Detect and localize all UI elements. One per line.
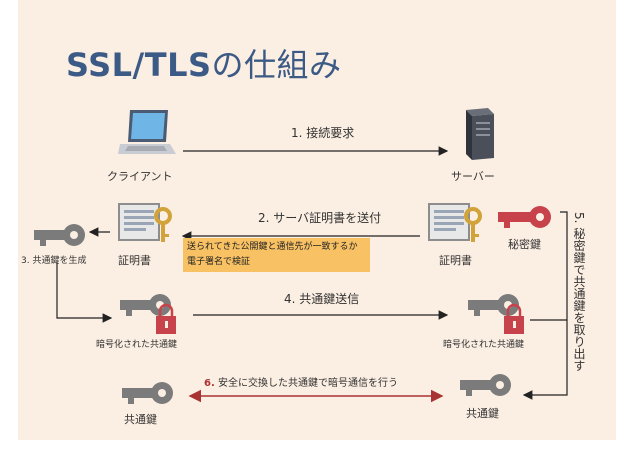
private-key-icon (498, 206, 551, 228)
step6-text: 安全に交換した共通鍵で暗号通信を行う (214, 378, 398, 389)
common-key-left-icon (122, 382, 173, 404)
certificate-left-icon (118, 203, 172, 242)
certificate-right-icon (428, 203, 482, 242)
common-key-right-icon (460, 374, 511, 396)
cert-left-label: 証明書 (118, 254, 151, 267)
step1-label: 1. 接続要求 (291, 126, 355, 140)
generate-key-label: 3. 共通鍵を生成 (21, 256, 87, 266)
step6-label: 6. 安全に交換した共通鍵で暗号通信を行う (204, 374, 398, 389)
server-icon (466, 108, 494, 160)
encrypted-key-right-label: 暗号化された共通鍵 (443, 340, 525, 350)
page-title: SSL/TLSの仕組み (66, 46, 342, 84)
generated-key-icon (34, 224, 85, 246)
note-line2: 電子署名で検証 (187, 257, 251, 267)
laptop-icon (118, 110, 176, 154)
encrypted-key-left-icon (120, 294, 176, 334)
step2-label: 2. サーバ証明書を送付 (258, 211, 382, 225)
arrow-extract-key (522, 211, 568, 400)
cert-right-label: 証明書 (439, 254, 472, 267)
client-label: クライアント (107, 170, 173, 183)
server-label: サーバー (451, 170, 495, 183)
common-key-left-label: 共通鍵 (124, 413, 157, 426)
step5-label: 5. 秘密鍵で共通鍵を取り出す (572, 212, 586, 372)
encrypted-key-right-icon (468, 294, 524, 334)
note-line1: 送られてきた公開鍵と通信先が一致するか (187, 242, 358, 252)
private-key-label: 秘密鍵 (508, 238, 541, 251)
verification-note: 送られてきた公開鍵と通信先が一致するか 電子署名で検証 (183, 238, 370, 272)
common-key-right-label: 共通鍵 (466, 407, 499, 420)
step6-number: 6. (204, 378, 215, 389)
step4-label: 4. 共通鍵送信 (284, 292, 360, 306)
encrypted-key-left-label: 暗号化された共通鍵 (96, 340, 178, 350)
arrow-key-to-encrypt (56, 262, 113, 323)
